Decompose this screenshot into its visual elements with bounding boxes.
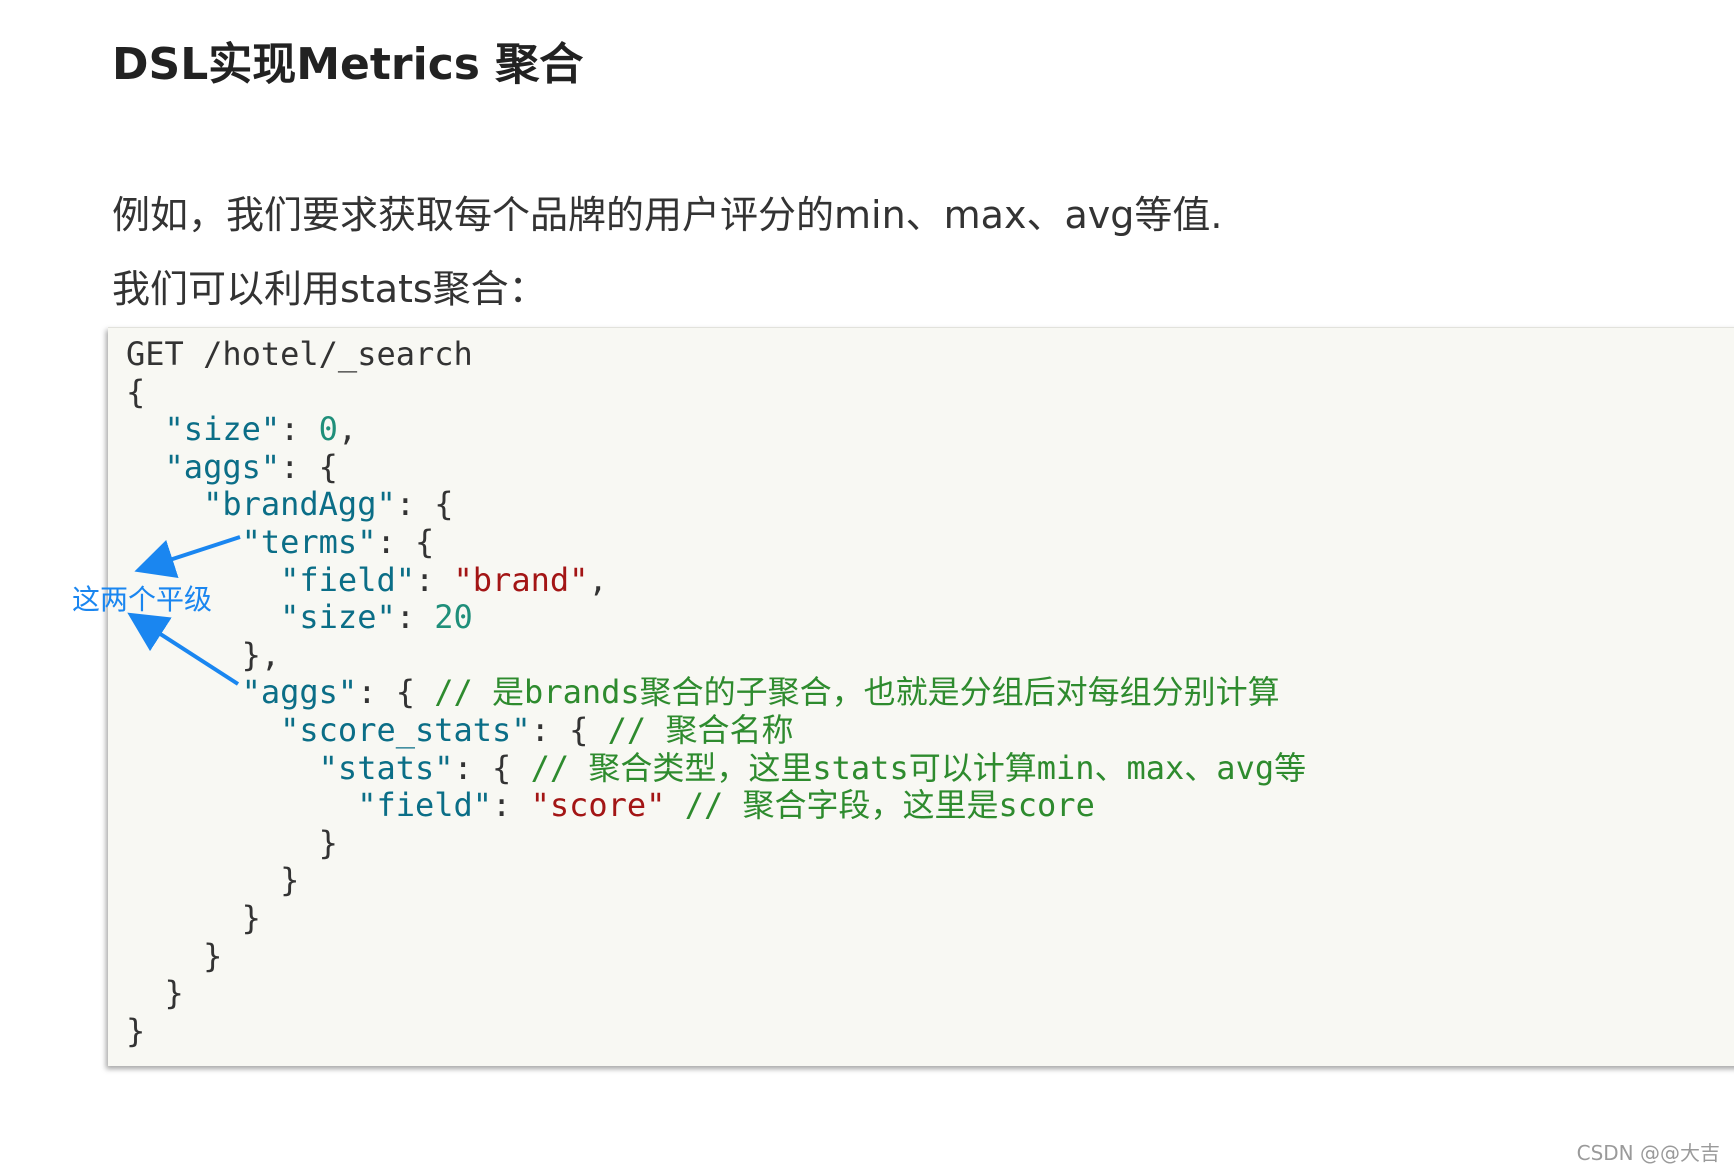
code-key-sub-aggs: "aggs" xyxy=(241,673,358,712)
code-key-aggs: "aggs" xyxy=(164,447,281,486)
code-value-terms-size: 20 xyxy=(434,598,473,637)
code-key-stats-field: "field" xyxy=(357,786,493,825)
code-block: GET /hotel/_search { "size": 0, "aggs": … xyxy=(108,327,1734,1066)
code-comment-agg-field: // 聚合字段，这里是score xyxy=(684,786,1095,825)
code-comment-agg-type: // 聚合类型，这里stats可以计算min、max、avg等 xyxy=(530,748,1307,787)
code-comment-sub-aggs: // 是brands聚合的子聚合，也就是分组后对每组分别计算 xyxy=(434,673,1280,712)
stats-paragraph: 我们可以利用stats聚合： xyxy=(112,267,547,311)
code-key-size: "size" xyxy=(164,410,281,449)
code-value-brand: "brand" xyxy=(453,560,589,599)
watermark: CSDN @@大吉 xyxy=(1576,1141,1720,1165)
code-value-size: 0 xyxy=(318,410,338,449)
request-line: GET /hotel/_search xyxy=(126,335,473,373)
code-value-score: "score" xyxy=(530,786,666,825)
code-key-stats: "stats" xyxy=(318,748,454,787)
page-title: DSL实现Metrics 聚合 xyxy=(112,39,584,90)
code-key-terms: "terms" xyxy=(241,522,377,561)
annotation-label: 这两个平级 xyxy=(72,583,213,616)
code-listing: GET /hotel/_search { "size": 0, "aggs": … xyxy=(126,335,1307,1050)
intro-paragraph: 例如，我们要求获取每个品牌的用户评分的min、max、avg等值. xyxy=(112,193,1223,237)
code-key-brandagg: "brandAgg" xyxy=(203,485,396,524)
code-key-terms-size: "size" xyxy=(280,598,396,637)
code-key-field: "field" xyxy=(280,560,415,599)
code-key-score-stats: "score_stats" xyxy=(280,710,531,749)
code-comment-agg-name: // 聚合名称 xyxy=(607,710,794,749)
